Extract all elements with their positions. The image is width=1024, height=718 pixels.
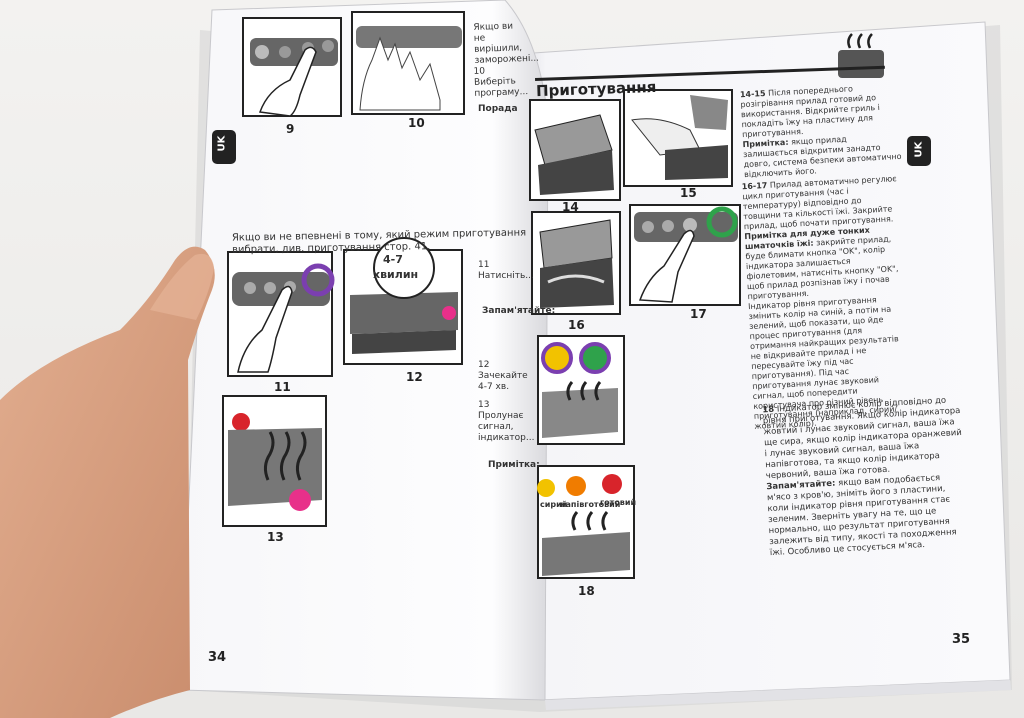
step-11-number: 11 <box>274 380 291 394</box>
heading-rule <box>535 65 885 81</box>
panel-15 <box>623 89 733 187</box>
panel-16 <box>531 211 621 315</box>
step-13-note-label: Примітка: <box>488 460 540 470</box>
step-18-number: 18 <box>578 584 595 598</box>
para-18: 18 Індикатор змінює колір відповідно до … <box>762 395 970 559</box>
panel-18a <box>537 335 625 445</box>
step-13-number: 13 <box>267 530 284 544</box>
step-10-number: 10 <box>408 116 425 130</box>
step-16-number: 16 <box>568 318 585 332</box>
step-12-number: 12 <box>406 370 423 384</box>
tip-label: Порада <box>478 104 518 114</box>
badge-line2: хвилин <box>373 268 419 281</box>
step-14-number: 14 <box>562 200 579 214</box>
right-lang-tab-label: UK <box>913 141 925 158</box>
para-14-15: 14-15 Після попереднього розігрівання пр… <box>740 82 904 180</box>
panel-9 <box>242 17 342 117</box>
para-16-17: 16-17 Прилад автоматично регулює цикл пр… <box>742 174 911 432</box>
panel-17 <box>629 204 741 306</box>
left-uk-tab <box>212 130 236 164</box>
grill-header-icon <box>838 33 884 78</box>
label-medium: напівготовий <box>560 500 621 509</box>
step-9-number: 9 <box>286 122 295 136</box>
right-page-number: 35 <box>952 632 971 647</box>
panel-13 <box>222 395 327 527</box>
badge-line1: 4-7 <box>383 253 403 266</box>
right-uk-tab <box>907 136 931 166</box>
panel-10 <box>351 11 465 115</box>
panel-12 <box>343 237 463 365</box>
step-13-text: 13 Пролунає сигнал, індикатор... <box>478 400 535 443</box>
label-done: готовий <box>600 498 637 507</box>
step-17-number: 17 <box>690 307 707 321</box>
left-page-number: 34 <box>208 650 227 665</box>
para-14-15-lead: 14-15 <box>739 88 766 100</box>
left-col-9-text: Якщо ви не вирішили, заморожені... <box>473 21 540 66</box>
page-edge <box>545 680 1011 710</box>
panel-18b <box>537 465 635 579</box>
panel-14 <box>529 99 621 201</box>
para-18-lead: 18 <box>762 404 775 416</box>
label-raw: сирий <box>540 500 568 509</box>
left-lang-tab-label: UK <box>216 135 228 152</box>
para-18-text: Індикатор змінює колір відповідно до рів… <box>762 395 963 482</box>
step-15-number: 15 <box>680 186 697 200</box>
left-col-10-text: 10 Виберіть програму... <box>473 66 529 99</box>
para-16-17-lead: 16-17 <box>741 180 768 192</box>
step-11-note-label: Запам'ятайте: <box>482 306 556 316</box>
step-11-text: 11 Натисніть... <box>478 260 534 281</box>
hand <box>0 246 215 718</box>
step-12-text: 12 Зачекайте 4-7 хв. <box>478 360 528 392</box>
panel-11 <box>227 251 335 377</box>
